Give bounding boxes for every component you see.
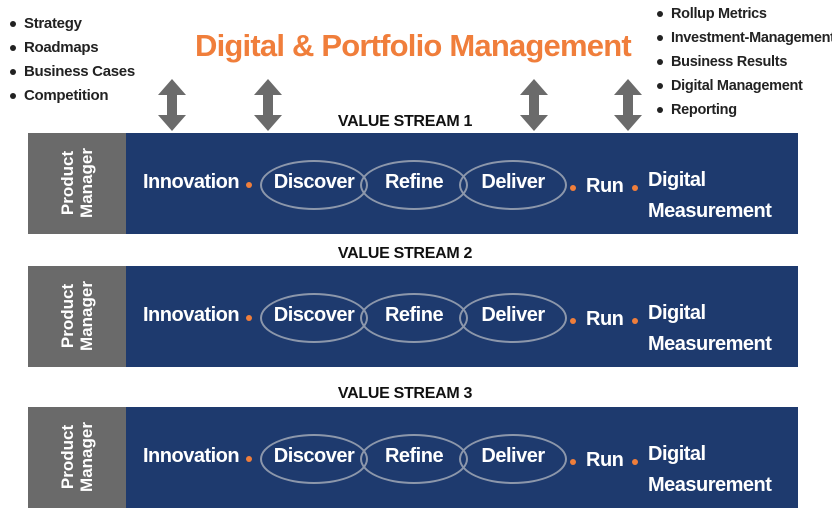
double-arrow-vertical-icon — [254, 79, 282, 131]
stage-refine: Refine — [384, 171, 444, 193]
bullet-investment-management: Investment-Management — [655, 26, 832, 50]
value-stream-2-label: VALUE STREAM 2 — [337, 245, 473, 262]
left-bullet-list: Strategy Roadmaps Business Cases Competi… — [8, 12, 135, 108]
bullet-reporting: Reporting — [655, 98, 832, 122]
bullet-business-results: Business Results — [655, 50, 832, 74]
stage-digital-measurement: Digital Measurement — [648, 302, 772, 355]
double-arrow-vertical-icon — [614, 79, 642, 131]
connector-dot — [632, 318, 638, 324]
value-stream-1: Product Manager Innovation Discover Refi… — [28, 133, 798, 234]
bullet-business-cases: Business Cases — [8, 60, 135, 84]
stage-deliver: Deliver — [481, 445, 545, 467]
bullet-strategy: Strategy — [8, 12, 135, 36]
diagram-title: Digital & Portfolio Management — [195, 28, 632, 63]
stage-run: Run — [586, 308, 624, 330]
bullet-competition: Competition — [8, 84, 135, 108]
product-manager-box: Product Manager — [28, 266, 126, 367]
bullet-rollup-metrics: Rollup Metrics — [655, 2, 832, 26]
value-stream-3: Product Manager Innovation Discover Refi… — [28, 407, 798, 508]
connector-dot — [570, 459, 576, 465]
double-arrow-vertical-icon — [158, 79, 186, 131]
value-stream-3-label: VALUE STREAM 3 — [337, 385, 473, 402]
connector-dot — [632, 185, 638, 191]
stage-deliver: Deliver — [481, 304, 545, 326]
stage-digital-measurement: Digital Measurement — [648, 443, 772, 496]
connector-dot — [246, 182, 252, 188]
stage-discover: Discover — [273, 304, 355, 326]
stage-innovation: Innovation — [143, 445, 240, 467]
product-manager-box: Product Manager — [28, 133, 126, 234]
product-manager-label: Product Manager — [58, 148, 96, 218]
loop-oval-deliver — [459, 293, 567, 343]
stage-refine: Refine — [384, 304, 444, 326]
product-manager-box: Product Manager — [28, 407, 126, 508]
product-manager-label: Product Manager — [58, 281, 96, 351]
connector-dot — [632, 459, 638, 465]
value-stream-1-label: VALUE STREAM 1 — [337, 113, 473, 130]
loop-oval-deliver — [459, 160, 567, 210]
stage-innovation: Innovation — [143, 304, 240, 326]
stage-refine: Refine — [384, 445, 444, 467]
stage-innovation: Innovation — [143, 171, 240, 193]
stage-discover: Discover — [273, 445, 355, 467]
stage-discover: Discover — [273, 171, 355, 193]
stage-deliver: Deliver — [481, 171, 545, 193]
double-arrow-vertical-icon — [520, 79, 548, 131]
stage-run: Run — [586, 175, 624, 197]
stage-digital-measurement: Digital Measurement — [648, 169, 772, 222]
bullet-digital-management: Digital Management — [655, 74, 832, 98]
connector-dot — [246, 456, 252, 462]
connector-dot — [570, 185, 576, 191]
stage-run: Run — [586, 449, 624, 471]
loop-oval-deliver — [459, 434, 567, 484]
value-stream-2: Product Manager Innovation Discover Refi… — [28, 266, 798, 367]
bullet-roadmaps: Roadmaps — [8, 36, 135, 60]
right-bullet-list: Rollup Metrics Investment-Management Bus… — [655, 2, 832, 122]
product-manager-label: Product Manager — [58, 422, 96, 492]
connector-dot — [570, 318, 576, 324]
connector-dot — [246, 315, 252, 321]
